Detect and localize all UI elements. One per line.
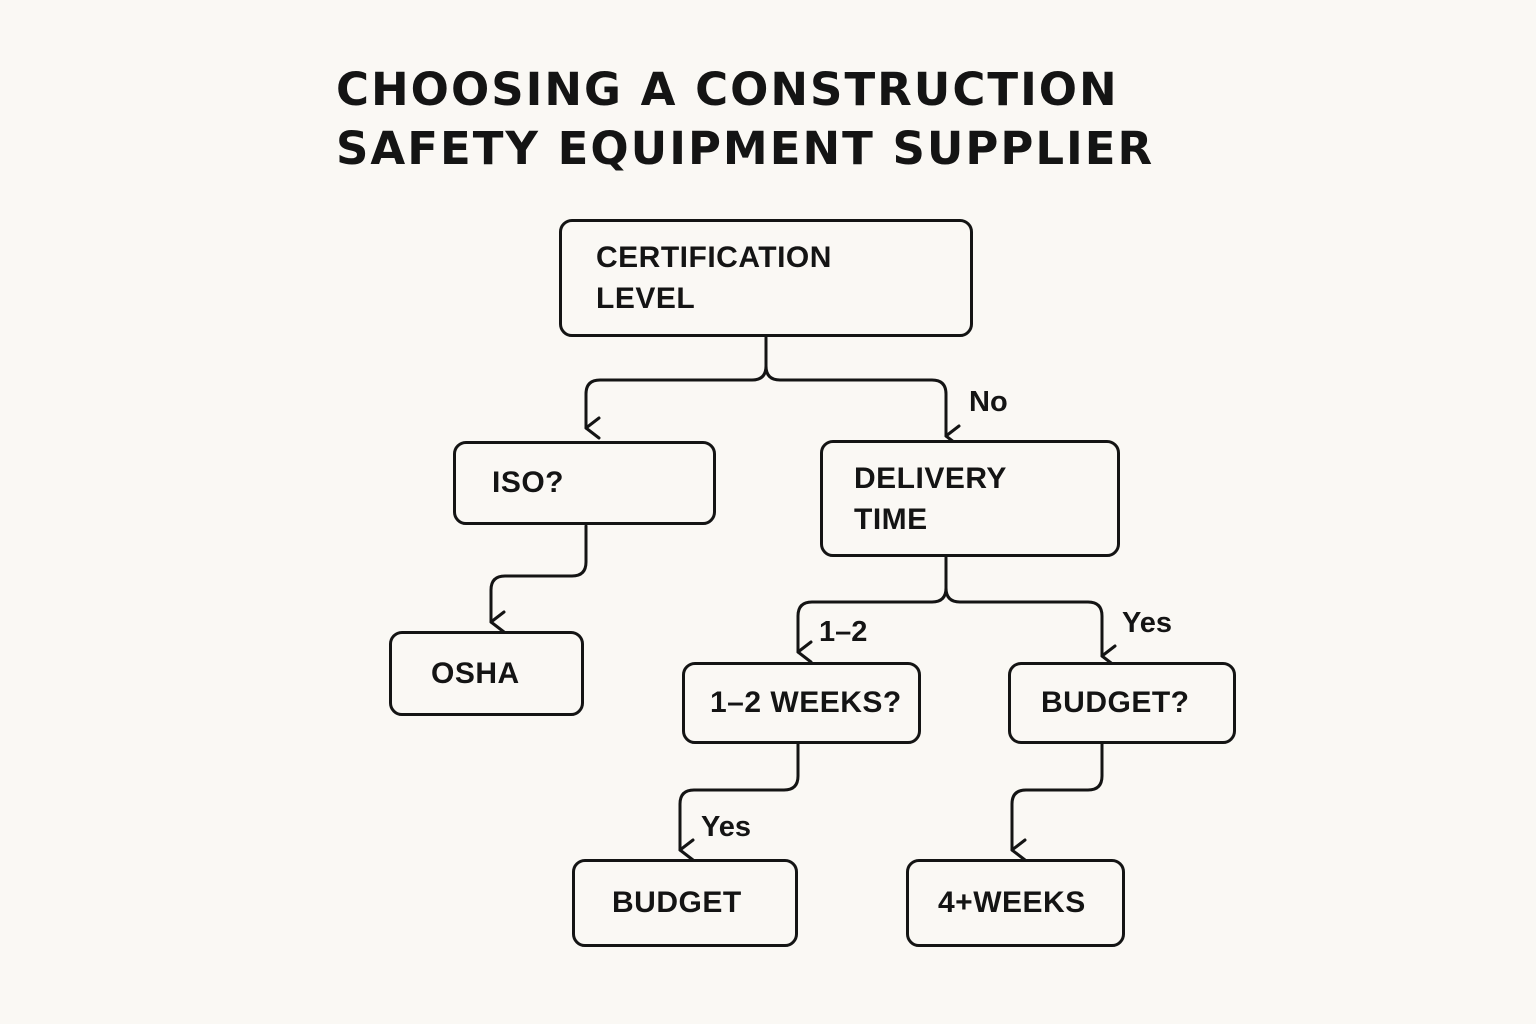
connector-iso-to-osha bbox=[489, 524, 588, 634]
edge-label-yes-budget: Yes bbox=[701, 811, 751, 843]
node-delivery-time-line-1: DELIVERY bbox=[854, 461, 1007, 495]
node-4-plus-weeks: 4+WEEKS bbox=[906, 859, 1125, 947]
edge-label-yes-budget-q: Yes bbox=[1122, 607, 1172, 639]
diagram-title: CHOOSING A CONSTRUCTION SAFETY EQUIPMENT… bbox=[336, 60, 1236, 178]
node-budget-question-label: BUDGET? bbox=[1041, 686, 1190, 719]
node-budget-question: BUDGET? bbox=[1008, 662, 1236, 744]
node-4-plus-weeks-label: 4+WEEKS bbox=[938, 886, 1086, 919]
node-certification-level-line-1: CERTIFICATION bbox=[596, 241, 832, 274]
connector-weeks12-to-budget bbox=[678, 742, 800, 862]
diagram-title-line-1: CHOOSING A CONSTRUCTION bbox=[336, 63, 1119, 116]
edge-label-no: No bbox=[969, 386, 1008, 418]
node-budget-label: BUDGET bbox=[612, 886, 742, 919]
node-iso-label: ISO? bbox=[492, 466, 565, 499]
node-delivery-time: DELIVERY TIME bbox=[820, 440, 1120, 557]
edge-label-1-2: 1–2 bbox=[819, 616, 868, 648]
connector-budget-q-to-weeks4 bbox=[1010, 742, 1104, 862]
node-certification-level-line-2: LEVEL bbox=[596, 282, 696, 315]
node-1-2-weeks-label: 1–2 WEEKS? bbox=[710, 686, 902, 719]
node-iso: ISO? bbox=[453, 441, 716, 525]
node-certification-level: CERTIFICATION LEVEL bbox=[559, 219, 973, 337]
connector-delivery-to-budget-q bbox=[944, 556, 1117, 668]
node-osha: OSHA bbox=[389, 631, 584, 716]
node-delivery-time-line-2: TIME bbox=[854, 502, 928, 536]
connector-cert-to-iso bbox=[584, 336, 768, 440]
diagram-title-line-2: SAFETY EQUIPMENT SUPPLIER bbox=[336, 122, 1155, 175]
connector-cert-to-delivery bbox=[764, 336, 961, 448]
node-osha-label: OSHA bbox=[431, 656, 520, 690]
node-1-2-weeks: 1–2 WEEKS? bbox=[682, 662, 921, 744]
node-budget: BUDGET bbox=[572, 859, 798, 947]
